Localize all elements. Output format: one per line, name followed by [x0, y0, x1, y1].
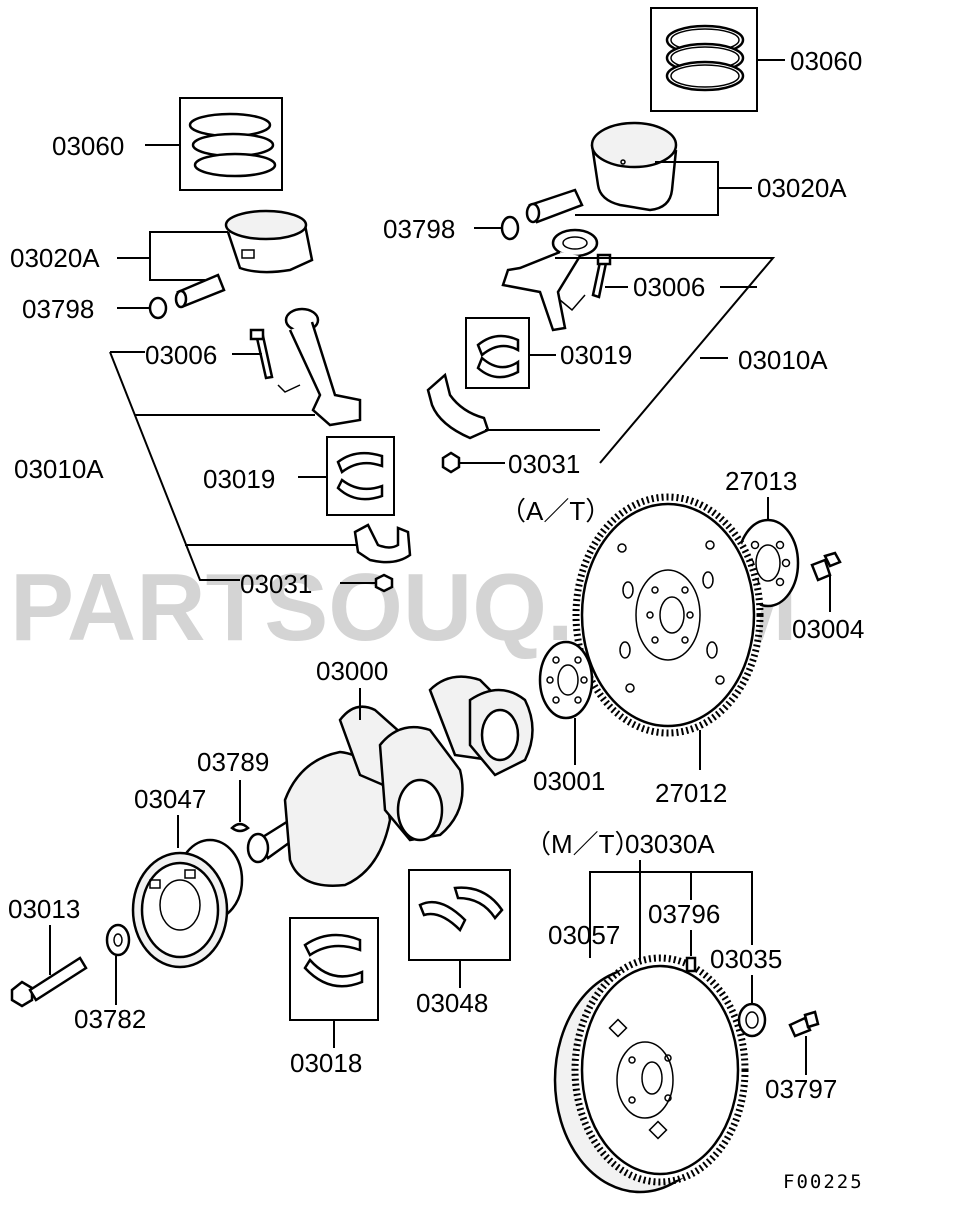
rod-bolt-left — [249, 328, 274, 380]
pilot-bearing-03035 — [737, 1002, 767, 1038]
piston-pin-left — [174, 273, 226, 309]
flywheel-bolt-03797 — [788, 1010, 820, 1038]
label-03001: 03001 — [533, 766, 605, 796]
label-03789: 03789 — [197, 747, 269, 777]
label-03020A-left: 03020A — [10, 243, 100, 273]
label-03031-right: 03031 — [508, 449, 580, 479]
label-03797: 03797 — [765, 1074, 837, 1104]
connecting-rod-left — [284, 307, 362, 427]
label-03782: 03782 — [74, 1004, 146, 1034]
label-03006-left: 03006 — [145, 340, 217, 370]
label-03010A-right: 03010A — [738, 345, 828, 375]
main-bearing-box-03018 — [289, 917, 379, 1021]
label-03035: 03035 — [710, 944, 782, 974]
label-03796: 03796 — [648, 899, 720, 929]
piston-pin-right — [525, 188, 584, 224]
label-03018: 03018 — [290, 1048, 362, 1078]
snap-ring-right — [500, 215, 520, 241]
piston-rings-right — [650, 7, 758, 112]
label-03047: 03047 — [134, 784, 206, 814]
rod-nut-left — [374, 573, 394, 593]
label-03031-left: 03031 — [240, 569, 312, 599]
snap-ring-left — [148, 296, 168, 320]
thrust-box-03048 — [408, 869, 511, 961]
label-03000: 03000 — [316, 656, 388, 686]
key-03789 — [230, 822, 250, 833]
label-03060-right: 03060 — [790, 46, 862, 76]
drive-plate-27012 — [572, 493, 764, 737]
label-03798-left: 03798 — [22, 294, 94, 324]
label-03020A-right: 03020A — [757, 173, 847, 203]
label-03048: 03048 — [416, 988, 488, 1018]
rod-cap-left — [353, 523, 412, 564]
piston-right — [590, 121, 678, 212]
label-03013: 03013 — [8, 894, 80, 924]
label-03060-left: 03060 — [52, 131, 124, 161]
rod-bolt-right — [591, 253, 612, 299]
bearing-box-left — [326, 436, 395, 516]
rod-cap-right — [426, 372, 490, 440]
label-03006-right: 03006 — [633, 272, 705, 302]
pulley-bolt-03013 — [10, 956, 88, 1008]
label-03798-right: 03798 — [383, 214, 455, 244]
label-27013: 27013 — [725, 466, 797, 496]
label-27012: 27012 — [655, 778, 727, 808]
label-03010A-left: 03010A — [14, 454, 104, 484]
label-mt-variant: （M／T） — [525, 829, 641, 859]
crankshaft-03000 — [246, 675, 534, 887]
label-at-variant: （A／T） — [500, 496, 611, 526]
adapter-03001 — [538, 640, 594, 720]
label-03019-right: 03019 — [560, 340, 632, 370]
bearing-box-right — [465, 317, 530, 389]
label-03057: 03057 — [548, 920, 620, 950]
pulley-03047 — [131, 838, 244, 969]
label-03030A: 03030A — [625, 829, 715, 859]
piston-left — [224, 209, 314, 274]
label-03004: 03004 — [792, 614, 864, 644]
piston-rings-left — [179, 97, 283, 191]
rod-nut-right — [441, 451, 461, 474]
figure-code: F00225 — [783, 1171, 864, 1193]
label-03019-left: 03019 — [203, 464, 275, 494]
washer-03782 — [105, 923, 131, 957]
flywheel-03030A — [553, 954, 749, 1194]
bolt-03004 — [810, 551, 842, 582]
pin-03796 — [685, 956, 697, 973]
connecting-rod-right — [501, 228, 599, 332]
